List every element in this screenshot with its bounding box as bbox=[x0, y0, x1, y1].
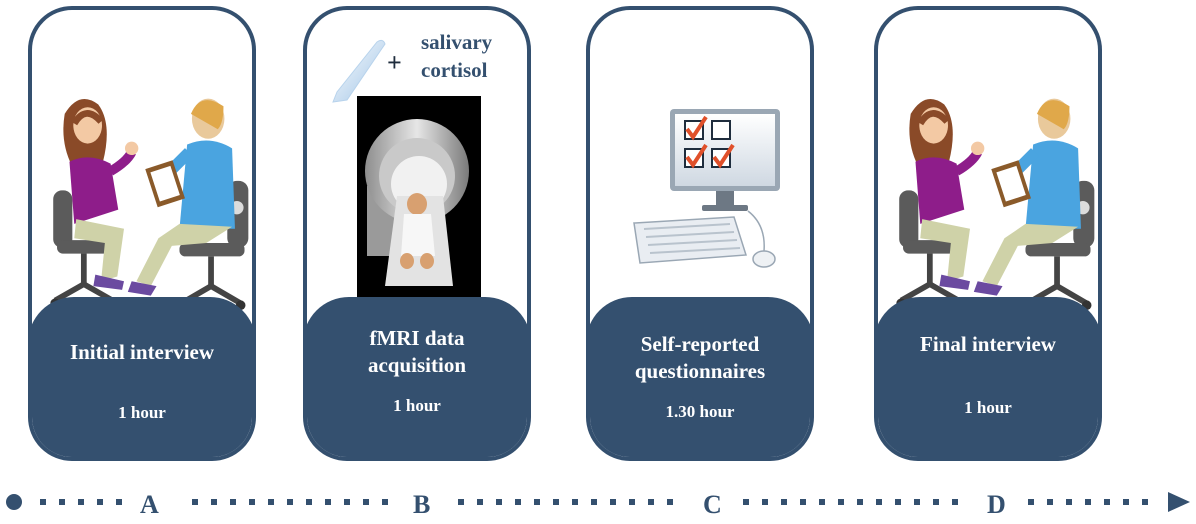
timeline-dots bbox=[40, 499, 1148, 505]
timeline-dot bbox=[192, 499, 198, 505]
cortisol-line-1: salivary bbox=[421, 30, 493, 54]
card-initial-interview: Initial interview 1 hour bbox=[28, 6, 256, 461]
timeline-dot bbox=[97, 499, 103, 505]
timeline-dot bbox=[268, 499, 274, 505]
step-title: fMRI data acquisition bbox=[311, 325, 523, 379]
timeline-dot bbox=[382, 499, 388, 505]
timeline-dot bbox=[1028, 499, 1034, 505]
timeline-dot bbox=[800, 499, 806, 505]
timeline-dot bbox=[1123, 499, 1129, 505]
timeline-dot bbox=[477, 499, 483, 505]
timeline-dot bbox=[1104, 499, 1110, 505]
timeline bbox=[6, 492, 1190, 512]
timeline-dot bbox=[876, 499, 882, 505]
card-self-reported-questionnaires: Self-reported questionnaires 1.30 hour bbox=[586, 6, 814, 461]
step-label: Self-reported questionnaires 1.30 hour bbox=[590, 297, 810, 457]
timeline-start-dot bbox=[6, 494, 22, 510]
step-label: Initial interview 1 hour bbox=[32, 297, 252, 457]
timeline-dot bbox=[667, 499, 673, 505]
timeline-dot bbox=[515, 499, 521, 505]
plus-sign: + bbox=[387, 48, 402, 77]
timeline-dot bbox=[629, 499, 635, 505]
step-letter-d: D bbox=[987, 490, 1006, 519]
timeline-dot bbox=[325, 499, 331, 505]
title-line-2: questionnaires bbox=[634, 359, 766, 383]
timeline-dot bbox=[819, 499, 825, 505]
timeline-dot bbox=[933, 499, 939, 505]
timeline-dot bbox=[1066, 499, 1072, 505]
step-title: Final interview bbox=[920, 332, 1056, 356]
timeline-dot bbox=[287, 499, 293, 505]
timeline-dot bbox=[230, 499, 236, 505]
timeline-dot bbox=[363, 499, 369, 505]
interview-illustration bbox=[36, 80, 256, 320]
step-duration: 1 hour bbox=[393, 396, 441, 415]
timeline-dot bbox=[857, 499, 863, 505]
timeline-dot bbox=[116, 499, 122, 505]
timeline-dot bbox=[59, 499, 65, 505]
saliva-swab-icon bbox=[332, 39, 386, 103]
timeline-dot bbox=[895, 499, 901, 505]
timeline-dot bbox=[458, 499, 464, 505]
step-duration: 1 hour bbox=[964, 398, 1012, 417]
timeline-dot bbox=[781, 499, 787, 505]
timeline-dot bbox=[344, 499, 350, 505]
step-title: Initial interview bbox=[69, 340, 215, 364]
step-title: Self-reported questionnaires bbox=[594, 331, 806, 385]
step-label: Final interview 1 hour bbox=[878, 297, 1098, 457]
mri-scanner-illustration bbox=[357, 96, 481, 301]
title-line-1: fMRI data bbox=[369, 326, 465, 350]
timeline-dot bbox=[914, 499, 920, 505]
timeline-arrowhead bbox=[1168, 492, 1190, 512]
step-letter-a: A bbox=[140, 490, 159, 519]
timeline-dot bbox=[838, 499, 844, 505]
title-line-2: acquisition bbox=[367, 353, 467, 377]
interview-illustration bbox=[882, 80, 1102, 320]
timeline-dot bbox=[648, 499, 654, 505]
timeline-dot bbox=[572, 499, 578, 505]
timeline-dot bbox=[1142, 499, 1148, 505]
step-duration: 1 hour bbox=[118, 403, 166, 422]
timeline-dot bbox=[211, 499, 217, 505]
cortisol-line-2: cortisol bbox=[421, 58, 488, 82]
timeline-dot bbox=[553, 499, 559, 505]
timeline-dot bbox=[591, 499, 597, 505]
step-duration: 1.30 hour bbox=[665, 402, 735, 421]
step-label: fMRI data acquisition 1 hour bbox=[307, 297, 527, 457]
timeline-dot bbox=[496, 499, 502, 505]
timeline-dot bbox=[40, 499, 46, 505]
step-letter-c: C bbox=[703, 490, 722, 519]
timeline-dot bbox=[249, 499, 255, 505]
title-line-1: Self-reported bbox=[640, 332, 760, 356]
cortisol-label: salivary cortisol bbox=[421, 28, 492, 84]
step-letter-b: B bbox=[413, 490, 431, 519]
timeline-dot bbox=[306, 499, 312, 505]
timeline-dot bbox=[1047, 499, 1053, 505]
timeline-dot bbox=[952, 499, 958, 505]
computer-checklist-illustration bbox=[633, 109, 780, 268]
timeline-dot bbox=[1085, 499, 1091, 505]
timeline-dot bbox=[610, 499, 616, 505]
timeline-dot bbox=[534, 499, 540, 505]
timeline-dot bbox=[743, 499, 749, 505]
card-fmri-acquisition: + salivary cortisol fMRI data acquisitio… bbox=[303, 6, 531, 461]
timeline-dot bbox=[762, 499, 768, 505]
card-final-interview: Final interview 1 hour bbox=[874, 6, 1102, 461]
timeline-dot bbox=[78, 499, 84, 505]
